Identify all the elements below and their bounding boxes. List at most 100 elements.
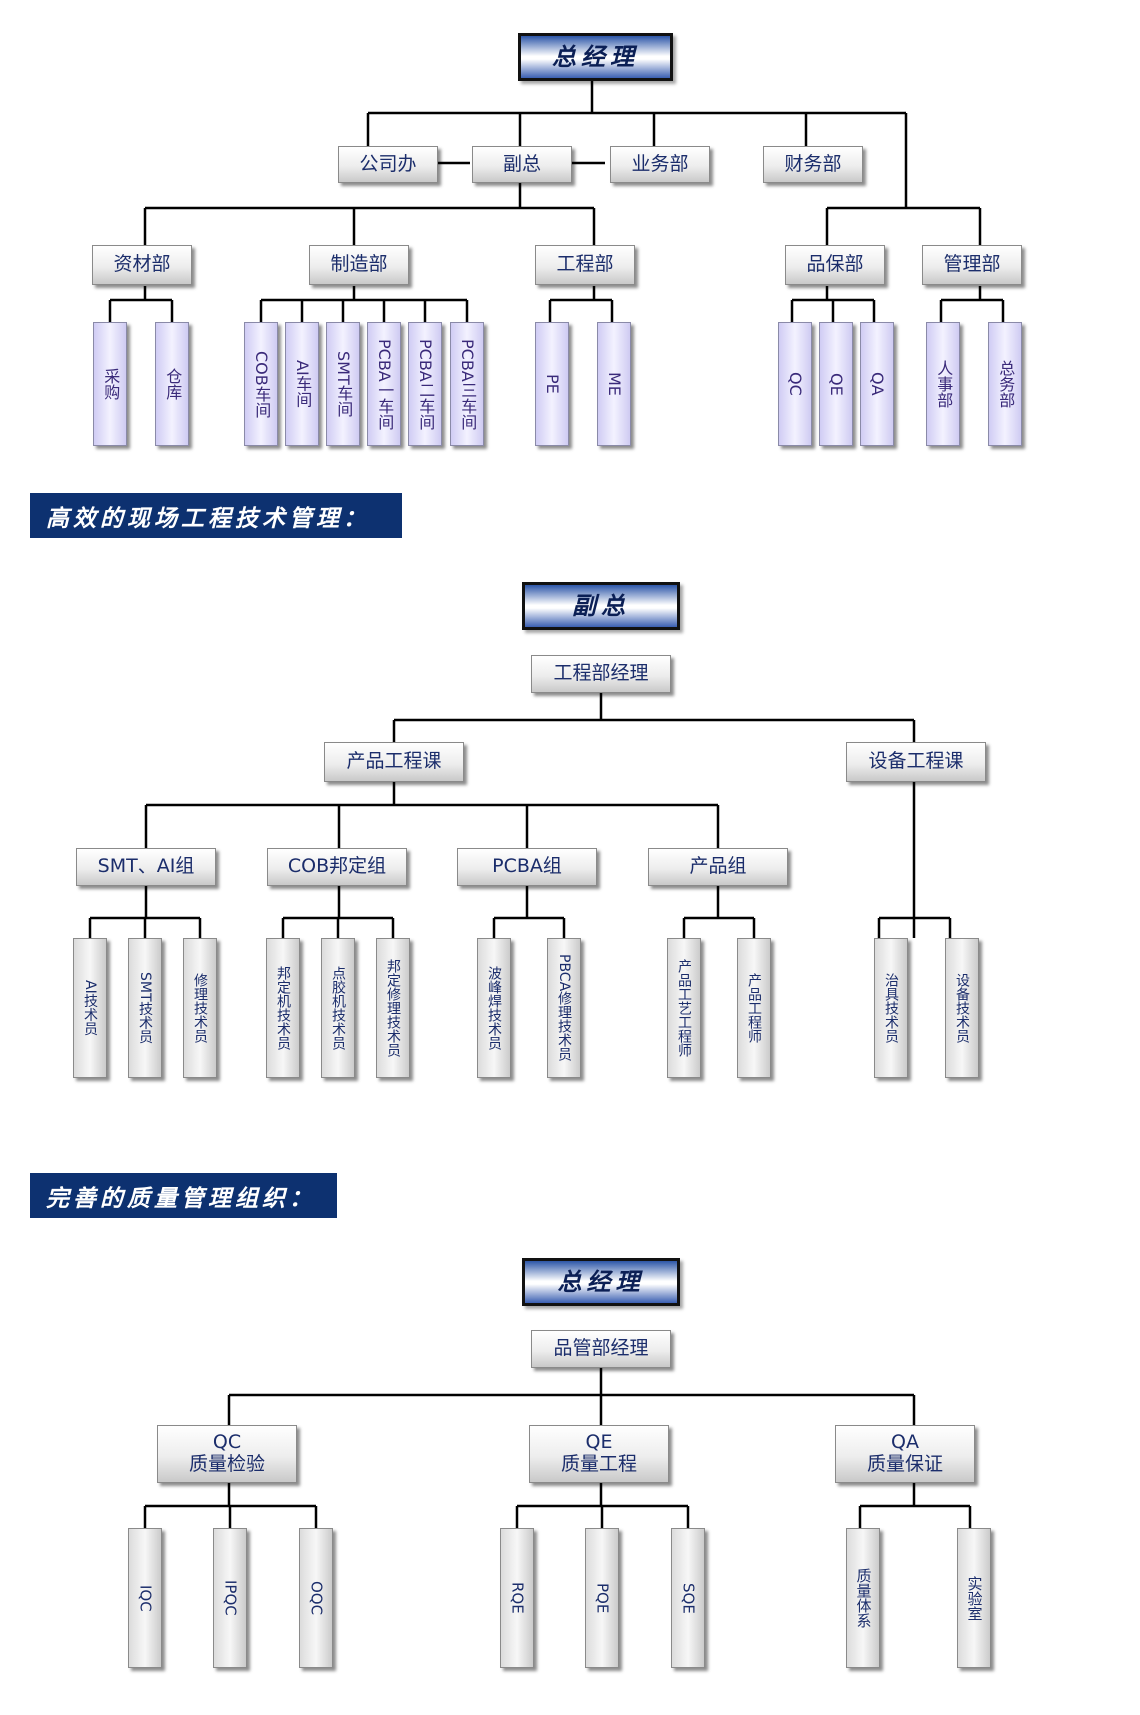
management-sub-box: 人事部 <box>926 322 960 446</box>
pcba-staff-box: 波峰焊技术员 <box>477 938 511 1078</box>
product-engineering-course-box-label: 产品工程课 <box>346 750 442 773</box>
cob-staff-box: 邦定机技术员 <box>266 938 300 1078</box>
finance-dept-box-label: 财务部 <box>784 152 842 175</box>
cob-staff-box-label: 邦定机技术员 <box>275 966 291 1050</box>
quality-manager-box: 品管部经理 <box>531 1330 671 1368</box>
quality-sub-box-label: QC <box>786 372 806 396</box>
smt-ai-staff-box: SMT技术员 <box>128 938 162 1078</box>
qa-sub-box: 质量体系 <box>846 1528 880 1668</box>
cob-staff-box-label: 邦定修理技术员 <box>385 959 401 1057</box>
vice-general-root-box-label: 副总 <box>572 591 630 621</box>
qc-sub-box: OQC <box>299 1528 333 1668</box>
smt-ai-staff-box: 修理技术员 <box>183 938 217 1078</box>
management-dept-box: 管理部 <box>922 245 1022 285</box>
equipment-staff-box-label: 治具技术员 <box>883 973 899 1043</box>
workshop-box-label: PCBA二车间 <box>416 338 436 430</box>
smt-ai-staff-box-label: 修理技术员 <box>192 973 208 1043</box>
cob-staff-box: 邦定修理技术员 <box>376 938 410 1078</box>
workshop-box-label: PCBA三车间 <box>458 338 478 430</box>
quality-sub-box: QE <box>819 322 853 446</box>
qc-sub-box-label: OQC <box>307 1580 326 1616</box>
workshop-box: PCBA三车间 <box>450 322 484 446</box>
engineering-sub-box: ME <box>597 322 631 446</box>
workshop-box: COB车间 <box>244 322 278 446</box>
engineering-manager-box: 工程部经理 <box>531 655 671 693</box>
workshop-box-label: COB车间 <box>252 350 272 418</box>
product-staff-box: 产品工程师 <box>737 938 771 1078</box>
office-box: 公司办 <box>338 146 438 183</box>
qc-sub-box-label: IPQC <box>221 1580 240 1616</box>
general-manager-quality-box: 总经理 <box>522 1258 680 1306</box>
pcba-staff-box-label: 波峰焊技术员 <box>486 966 502 1050</box>
qe-sub-box: PQE <box>585 1528 619 1668</box>
materials-dept-box: 资材部 <box>92 245 192 285</box>
quality-management-banner: 完善的质量管理组织： <box>30 1173 337 1218</box>
pcba-group-box: PCBA组 <box>457 848 597 886</box>
product-staff-box: 产品工艺工程师 <box>667 938 701 1078</box>
qa-sub-box-label: 质量体系 <box>854 1568 873 1628</box>
business-dept-box-label: 业务部 <box>631 152 689 175</box>
workshop-box: PCBA二车间 <box>408 322 442 446</box>
vice-general-box-label: 副总 <box>502 152 541 175</box>
qe-sub-box: SQE <box>671 1528 705 1668</box>
qe-sub-box-label: RQE <box>508 1582 527 1614</box>
management-sub-box-label: 总务部 <box>996 360 1016 408</box>
equipment-staff-box-label: 设备技术员 <box>954 973 970 1043</box>
cob-group-box-label: COB邦定组 <box>287 855 387 878</box>
management-dept-box-label: 管理部 <box>943 253 1001 276</box>
product-group-box: 产品组 <box>648 848 788 886</box>
workshop-box: PCBA一车间 <box>367 322 401 446</box>
smt-ai-staff-box-label: SMT技术员 <box>137 972 153 1044</box>
quality-sub-box: QC <box>778 322 812 446</box>
quality-sub-box-label: QE <box>827 372 847 396</box>
materials-sub-box: 采购 <box>93 322 127 446</box>
office-box-label: 公司办 <box>359 152 417 175</box>
quality-assurance-dept-box-label: 品保部 <box>806 253 864 276</box>
workshop-box-label: PCBA一车间 <box>375 338 395 430</box>
engineering-sub-box-label: ME <box>605 372 625 396</box>
qc-sub-box: IPQC <box>213 1528 247 1668</box>
product-staff-box-label: 产品工程师 <box>746 973 762 1043</box>
dept-name: 质量检验 <box>188 1453 265 1475</box>
general-manager-quality-box-label: 总经理 <box>557 1267 645 1297</box>
engineering-dept-box: 工程部 <box>535 245 635 285</box>
dept-code: QC <box>212 1431 242 1454</box>
vice-general-root-box: 副总 <box>522 582 680 630</box>
smt-ai-staff-box: AI技术员 <box>73 938 107 1078</box>
quality-sub-box: QA <box>860 322 894 446</box>
management-sub-box: 总务部 <box>988 322 1022 446</box>
pcba-staff-box: PBCA修理技术员 <box>547 938 581 1078</box>
smt-ai-group-box-label: SMT、AI组 <box>97 855 195 878</box>
dept-code: QE <box>585 1431 613 1454</box>
engineering-dept-box-label: 工程部 <box>556 253 614 276</box>
workshop-box-label: AI车间 <box>293 360 313 408</box>
manufacturing-dept-box-label: 制造部 <box>330 253 388 276</box>
general-manager-box-label: 总经理 <box>552 42 639 72</box>
general-manager-box: 总经理 <box>518 33 673 81</box>
product-staff-box-label: 产品工艺工程师 <box>676 959 692 1057</box>
qc-sub-box-label: IQC <box>136 1584 155 1612</box>
cob-staff-box-label: 点胶机技术员 <box>330 966 346 1050</box>
qe-sub-box-label: SQE <box>679 1582 698 1614</box>
dept-name: 质量工程 <box>560 1453 637 1475</box>
qa-sub-box: 实验室 <box>957 1528 991 1668</box>
smt-ai-group-box: SMT、AI组 <box>76 848 216 886</box>
equipment-staff-box: 治具技术员 <box>874 938 908 1078</box>
qe-sub-box: RQE <box>500 1528 534 1668</box>
cob-group-box: COB邦定组 <box>267 848 407 886</box>
workshop-box: SMT车间 <box>326 322 360 446</box>
manufacturing-dept-box: 制造部 <box>309 245 409 285</box>
materials-sub-box: 仓库 <box>155 322 189 446</box>
quality-sub-box-label: QA <box>868 372 888 396</box>
management-sub-box-label: 人事部 <box>934 360 954 408</box>
equipment-engineering-course-box: 设备工程课 <box>846 742 986 782</box>
qa-sub-box-label: 实验室 <box>965 1575 984 1621</box>
smt-ai-staff-box-label: AI技术员 <box>82 980 98 1036</box>
cob-staff-box: 点胶机技术员 <box>321 938 355 1078</box>
engineering-management-banner: 高效的现场工程技术管理： <box>30 493 402 538</box>
materials-sub-box-label: 仓库 <box>163 368 183 400</box>
qe-sub-box-label: PQE <box>593 1582 612 1614</box>
